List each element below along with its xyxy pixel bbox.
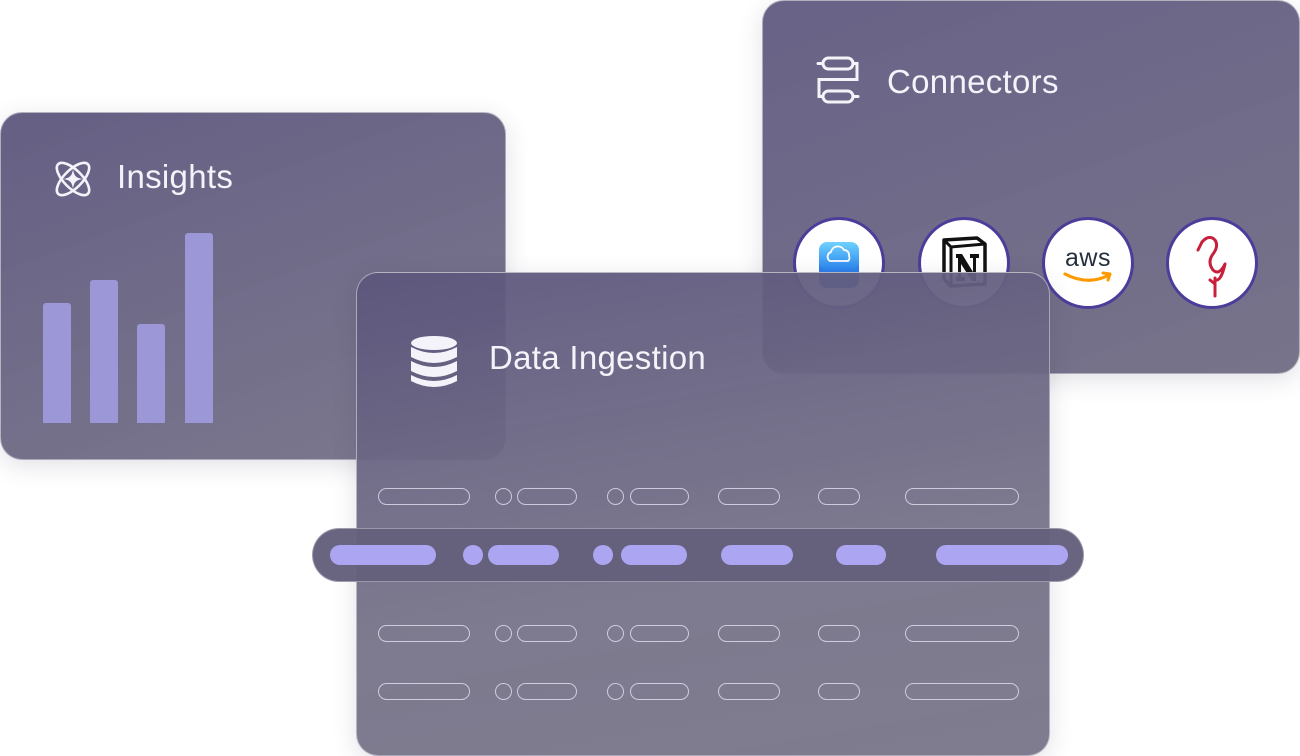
flamingo-logo[interactable]	[1166, 217, 1258, 309]
chart-bar	[185, 233, 213, 423]
row-cell	[517, 683, 577, 700]
insights-title: Insights	[117, 158, 234, 195]
row-dot	[463, 545, 483, 565]
row-cell	[378, 625, 470, 642]
row-dot	[495, 488, 512, 505]
row-cell	[718, 488, 780, 505]
row-cell	[818, 625, 860, 642]
connector-flow-icon	[815, 55, 861, 110]
row-dot	[607, 625, 624, 642]
sparkle-atom-icon	[49, 155, 97, 208]
row-dot	[495, 683, 512, 700]
row-cell	[718, 625, 780, 642]
row-cell	[718, 683, 780, 700]
chart-bar	[43, 303, 71, 423]
row-cell	[488, 545, 559, 565]
row-cell	[630, 625, 689, 642]
data-ingestion-title: Data Ingestion	[489, 339, 707, 376]
highlighted-table-row[interactable]	[312, 528, 1084, 582]
row-cell	[905, 488, 1019, 505]
connectors-title: Connectors	[887, 63, 1059, 100]
row-cell	[630, 488, 689, 505]
row-dot	[495, 625, 512, 642]
row-cell	[378, 683, 470, 700]
row-cell	[517, 625, 577, 642]
aws-logo-label: aws	[1065, 244, 1111, 272]
aws-logo[interactable]: aws	[1042, 217, 1134, 309]
row-dot	[593, 545, 613, 565]
row-cell	[818, 683, 860, 700]
row-cell	[378, 488, 470, 505]
chart-bar	[137, 324, 165, 423]
row-cell	[517, 488, 577, 505]
row-cell	[836, 545, 886, 565]
data-ingestion-card: Data Ingestion	[356, 272, 1050, 756]
flamingo-logo-icon	[1196, 235, 1227, 298]
row-cell	[630, 683, 689, 700]
row-cell	[621, 545, 687, 565]
row-cell	[721, 545, 793, 565]
row-cell	[818, 488, 860, 505]
row-dot	[607, 488, 624, 505]
row-cell	[905, 625, 1019, 642]
row-cell	[905, 683, 1019, 700]
row-cell	[330, 545, 436, 565]
aws-logo-icon	[1063, 271, 1112, 282]
row-cell	[936, 545, 1068, 565]
database-icon	[409, 335, 459, 394]
chart-bar	[90, 280, 118, 423]
row-dot	[607, 683, 624, 700]
